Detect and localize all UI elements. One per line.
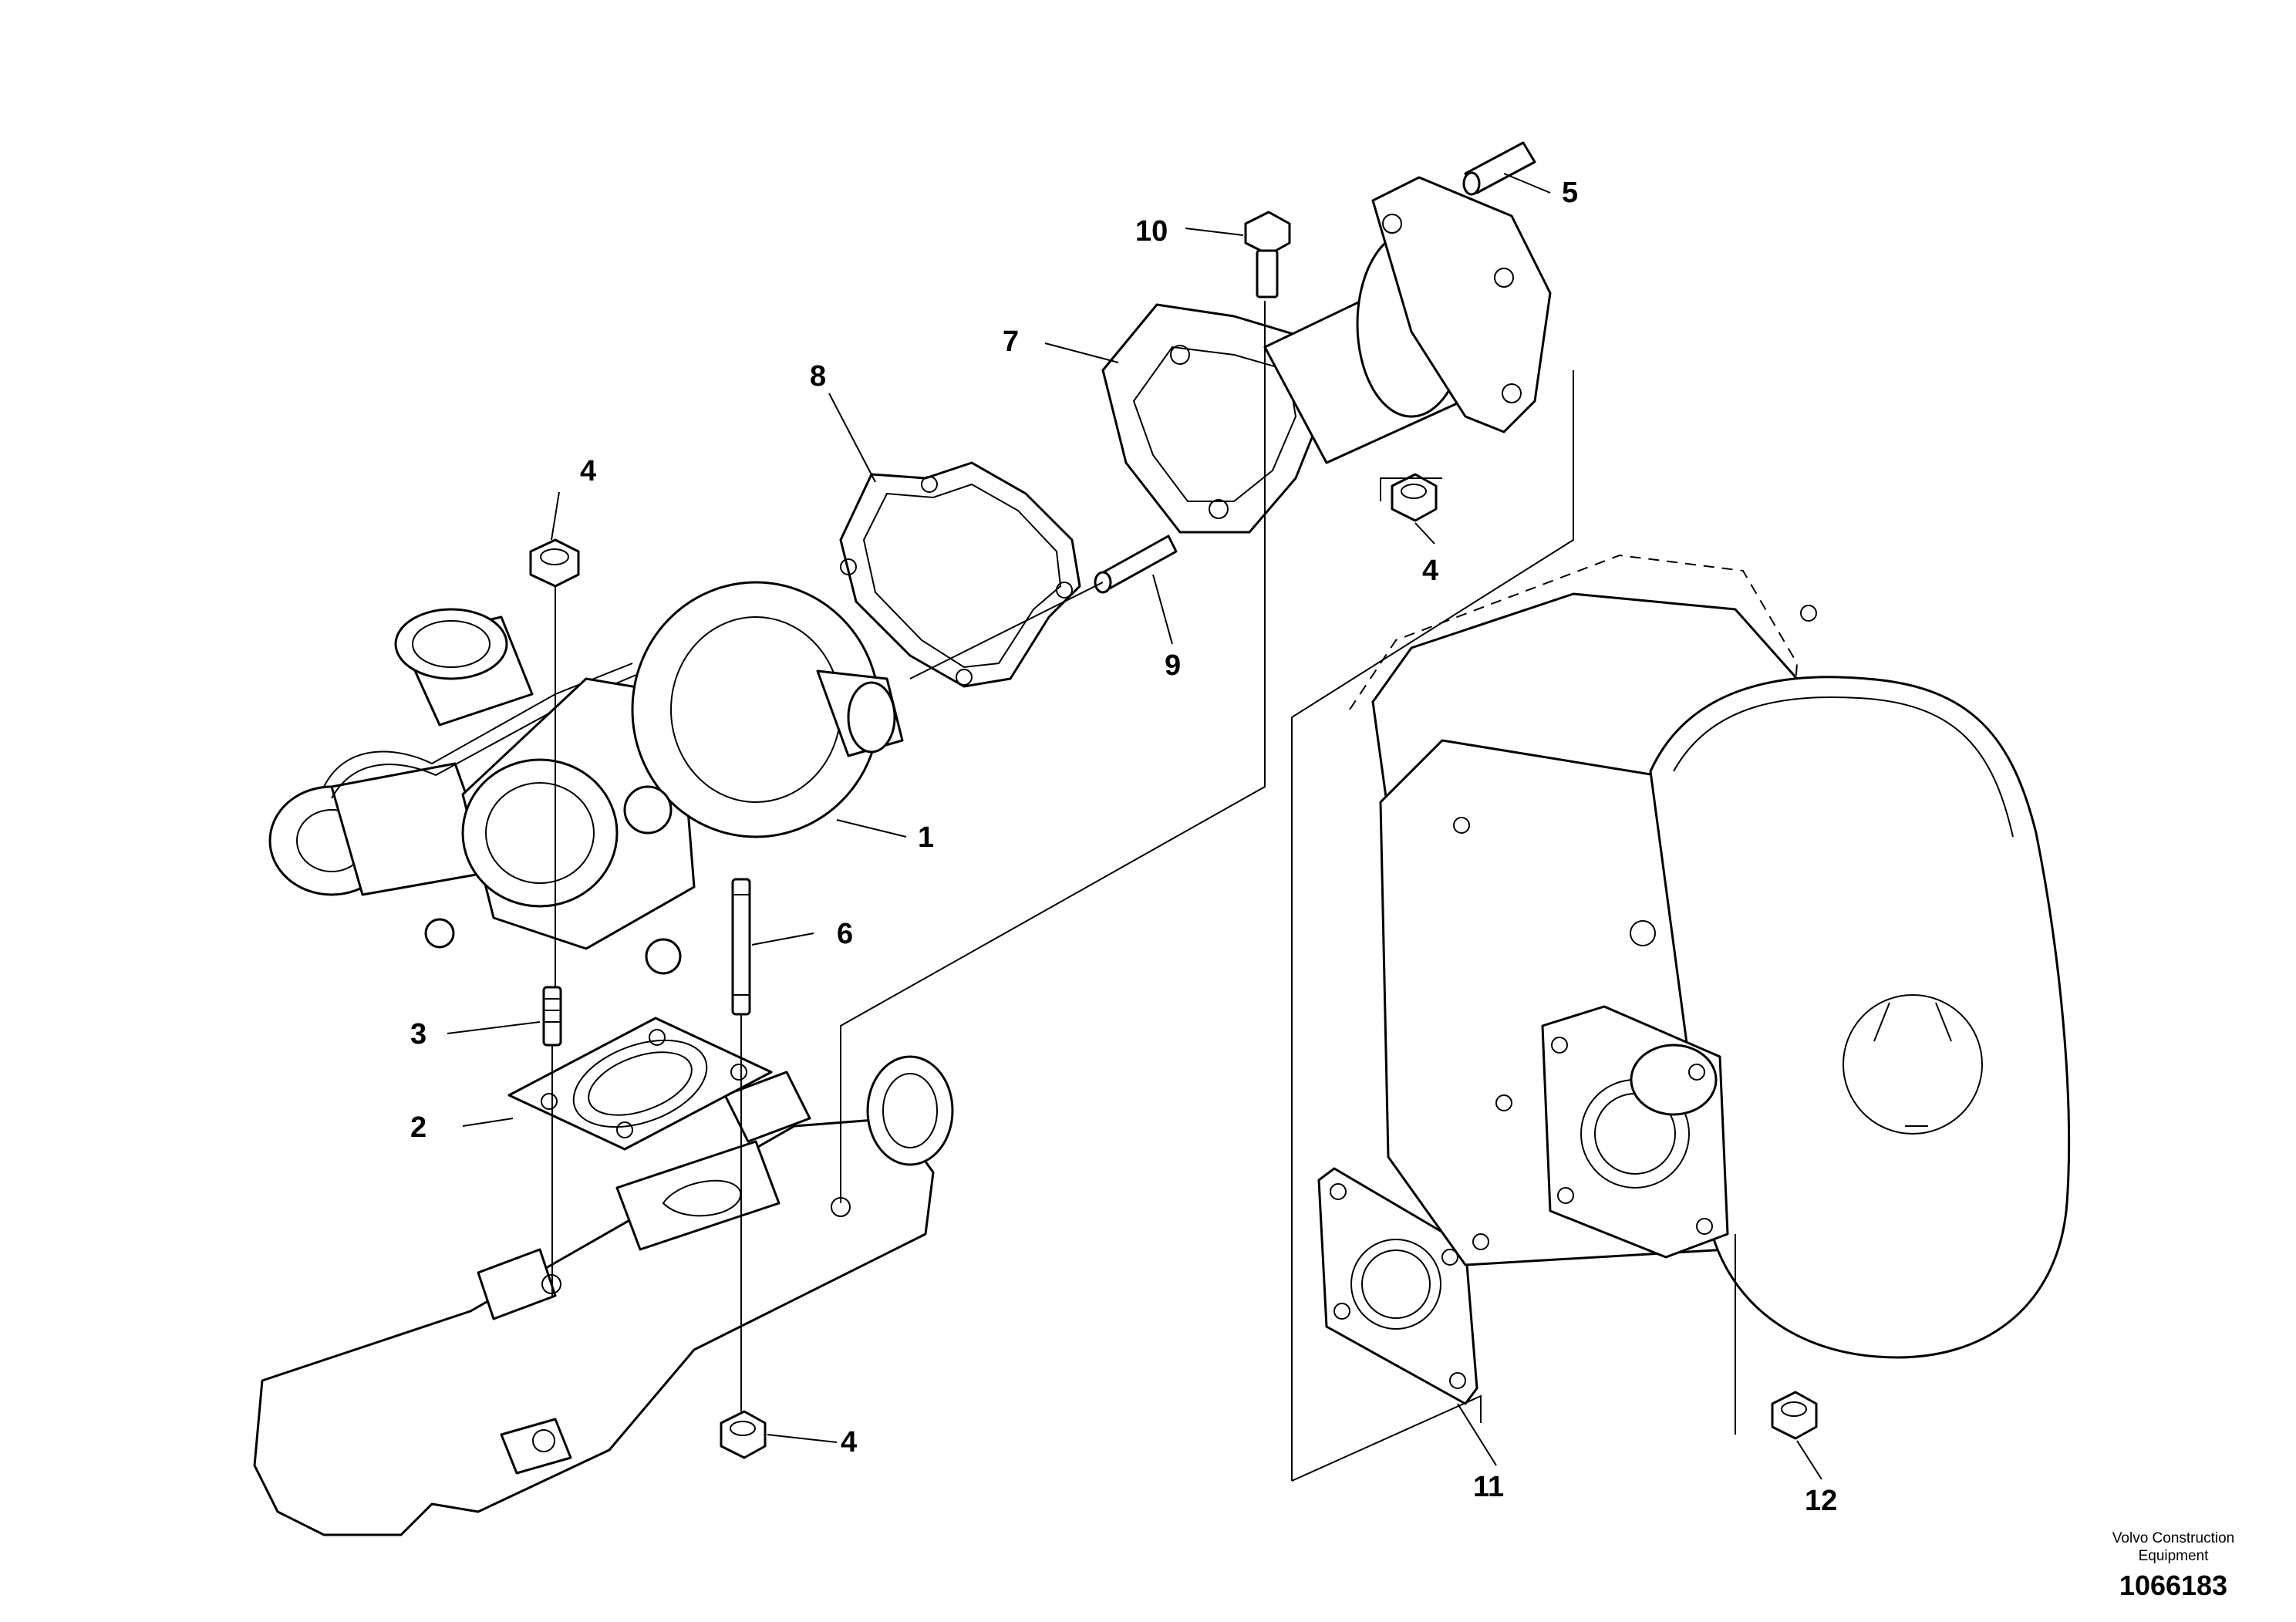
- callout-1: 1: [918, 821, 934, 854]
- stud-9: [1094, 534, 1178, 594]
- callout-leaders: [447, 173, 1822, 1480]
- callout-9: 9: [1165, 649, 1181, 682]
- callout-4-upper-right: 4: [1422, 555, 1438, 587]
- stud-5: [1462, 141, 1536, 196]
- callout-2: 2: [410, 1111, 426, 1144]
- bolt-10: [1244, 211, 1291, 298]
- company-name-line1: Volvo Construction: [2112, 1530, 2234, 1546]
- gasket-8: [839, 461, 1081, 688]
- flange-nut-upper-left: [529, 538, 580, 588]
- flange-nut-lower: [720, 1410, 767, 1459]
- callout-7: 7: [1003, 325, 1019, 358]
- callout-3: 3: [410, 1018, 426, 1050]
- callout-12: 12: [1805, 1485, 1837, 1517]
- turbocharger: [268, 581, 904, 975]
- company-name-line2: Equipment: [2139, 1548, 2210, 1564]
- callout-6: 6: [837, 918, 853, 950]
- callout-4-upper-left: 4: [580, 455, 596, 487]
- callout-4-lower: 4: [841, 1426, 857, 1458]
- assembly-lines: [551, 301, 1736, 1482]
- muffler: [1349, 554, 2071, 1359]
- flange-nut-upper-right: [1391, 473, 1438, 522]
- exhaust-manifold: [253, 1055, 954, 1536]
- turbo-gasket: [507, 1017, 773, 1151]
- stud-6: [731, 878, 751, 1016]
- callout-5: 5: [1562, 177, 1578, 209]
- callout-8: 8: [810, 360, 826, 393]
- drawing-number: 1066183: [2119, 1570, 2227, 1601]
- exhaust-pipe-7: [1101, 176, 1552, 534]
- gasket-11: [1317, 1167, 1478, 1405]
- stud-3: [542, 986, 562, 1047]
- callout-11: 11: [1473, 1471, 1504, 1503]
- callout-10: 10: [1135, 215, 1168, 248]
- flange-nut-12: [1771, 1391, 1818, 1440]
